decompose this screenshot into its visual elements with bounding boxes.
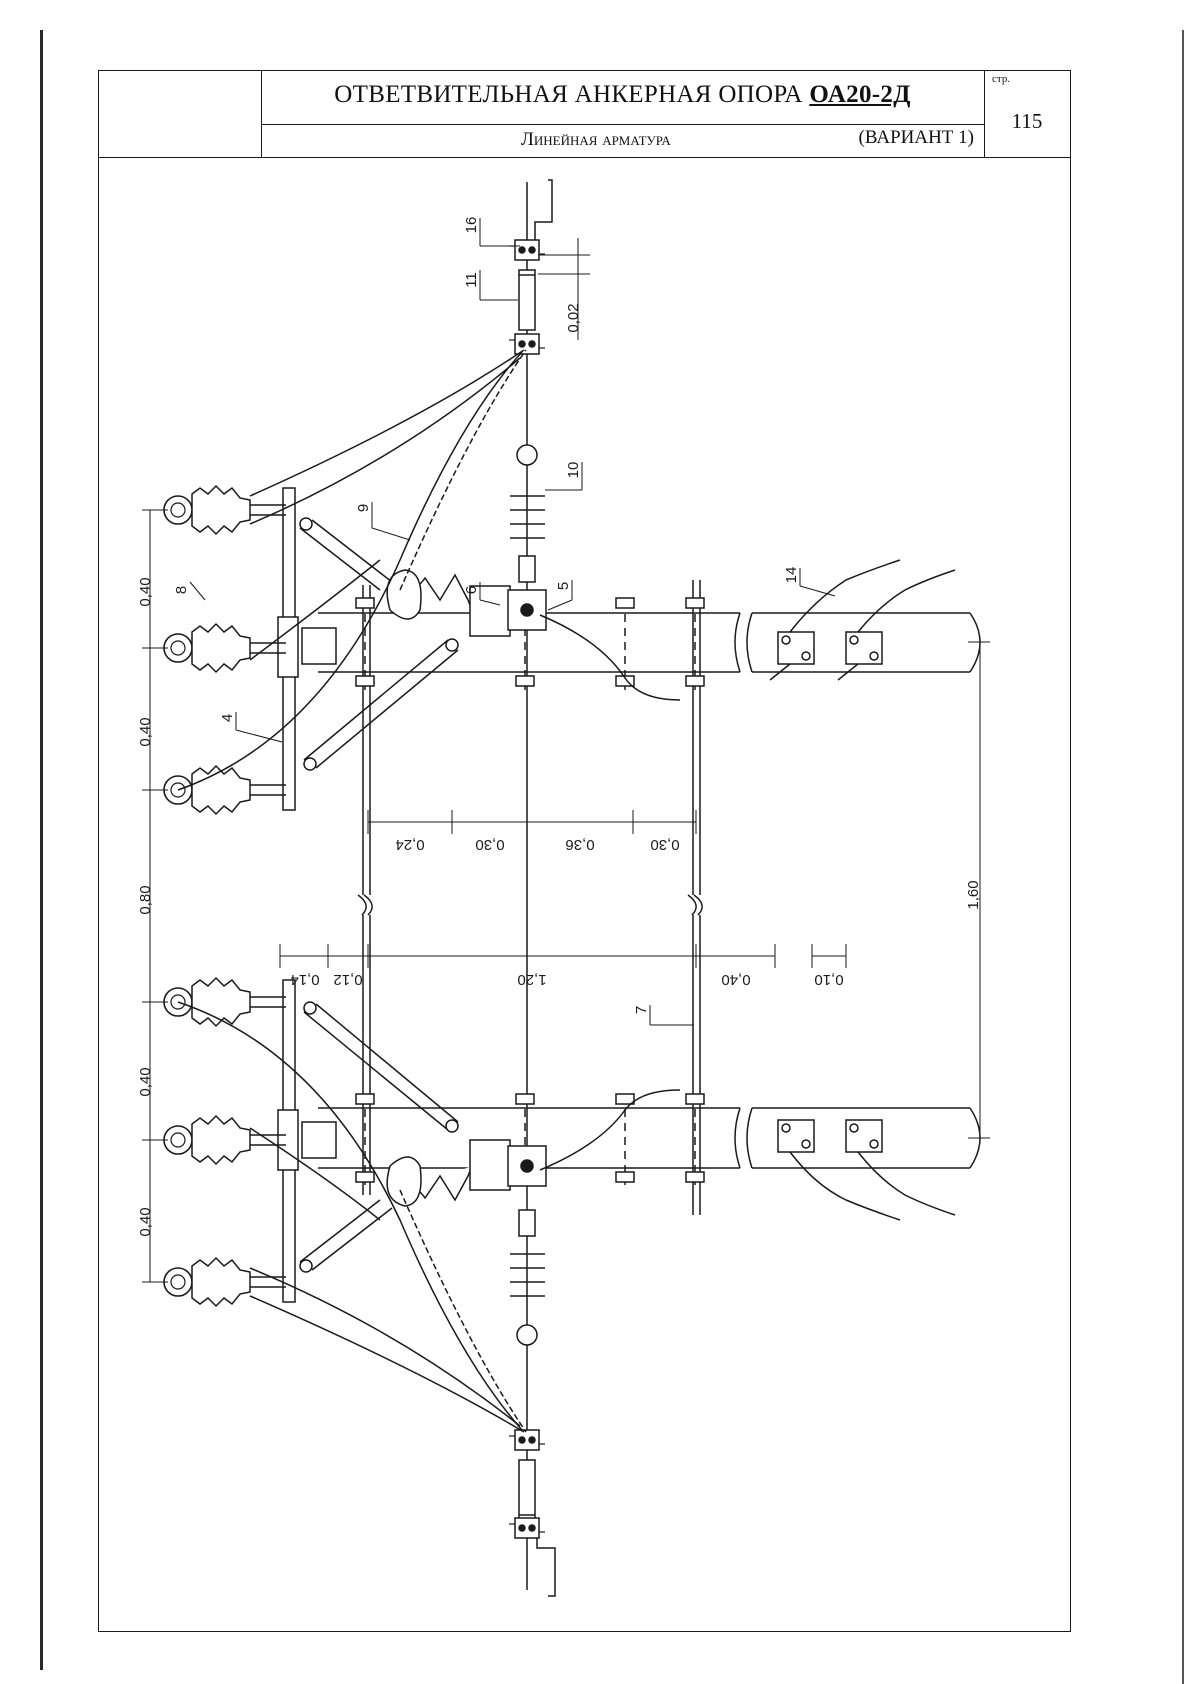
- dim-h-040: 0,40: [721, 971, 750, 988]
- callout-8: 8: [173, 586, 190, 594]
- callout-9: 9: [355, 504, 372, 512]
- dim-v-040-c: 0,40: [137, 1067, 154, 1096]
- dim-h-012: 0,12: [333, 971, 362, 988]
- callout-14: 14: [783, 567, 800, 584]
- wire-clamp-top: [509, 240, 545, 260]
- dim-h-036: 0,36: [565, 836, 594, 853]
- wire-clamp-bottom: [509, 1518, 545, 1538]
- jumper-wires-bottom: [178, 1002, 526, 1432]
- ground-wire-bottom: [540, 1090, 680, 1170]
- bolt-nuts: [356, 598, 704, 1182]
- dim-h-024: 0,24: [395, 836, 424, 853]
- callout-7: 7: [633, 1006, 650, 1014]
- pin-insulator-1: [164, 486, 286, 534]
- callout-10: 10: [565, 462, 582, 479]
- spacer-clamp-top: [509, 334, 545, 354]
- ground-wire-top: [540, 615, 680, 700]
- jumper-wires-top: [178, 350, 526, 790]
- dim-v-080: 0,80: [137, 885, 154, 914]
- pin-insulator-3: [164, 766, 286, 814]
- pin-insulator-4: [164, 978, 286, 1026]
- pin-insulator-6: [164, 1258, 286, 1306]
- dim-h-030-b: 0,30: [650, 836, 679, 853]
- tension-insulator-bottom: [387, 1140, 546, 1206]
- dim-v-040-a: 0,40: [137, 577, 154, 606]
- dim-h-010: 0,10: [814, 971, 843, 988]
- callout-11: 11: [463, 272, 480, 288]
- dim-h-030-a: 0,30: [475, 836, 504, 853]
- dim-h-002: 0,02: [565, 303, 582, 332]
- dim-h-120: 1,20: [517, 971, 546, 988]
- dim-v-040-b: 0,40: [137, 717, 154, 746]
- crossarm-clamp-top: [302, 628, 336, 664]
- guy-clamps-bottom: [778, 1120, 955, 1220]
- callout-5: 5: [555, 582, 572, 590]
- dim-v-160: 1,60: [965, 880, 982, 909]
- callout-4: 4: [219, 714, 236, 722]
- callout-16: 16: [463, 217, 480, 234]
- crossarm-clamp-bottom: [302, 1122, 336, 1158]
- dim-h-014: 0,14: [290, 971, 319, 988]
- pin-insulator-2: [164, 624, 286, 672]
- dim-v-040-d: 0,40: [137, 1207, 154, 1236]
- callout-6: 6: [463, 586, 480, 594]
- spacer-clamp-bottom: [509, 1430, 545, 1450]
